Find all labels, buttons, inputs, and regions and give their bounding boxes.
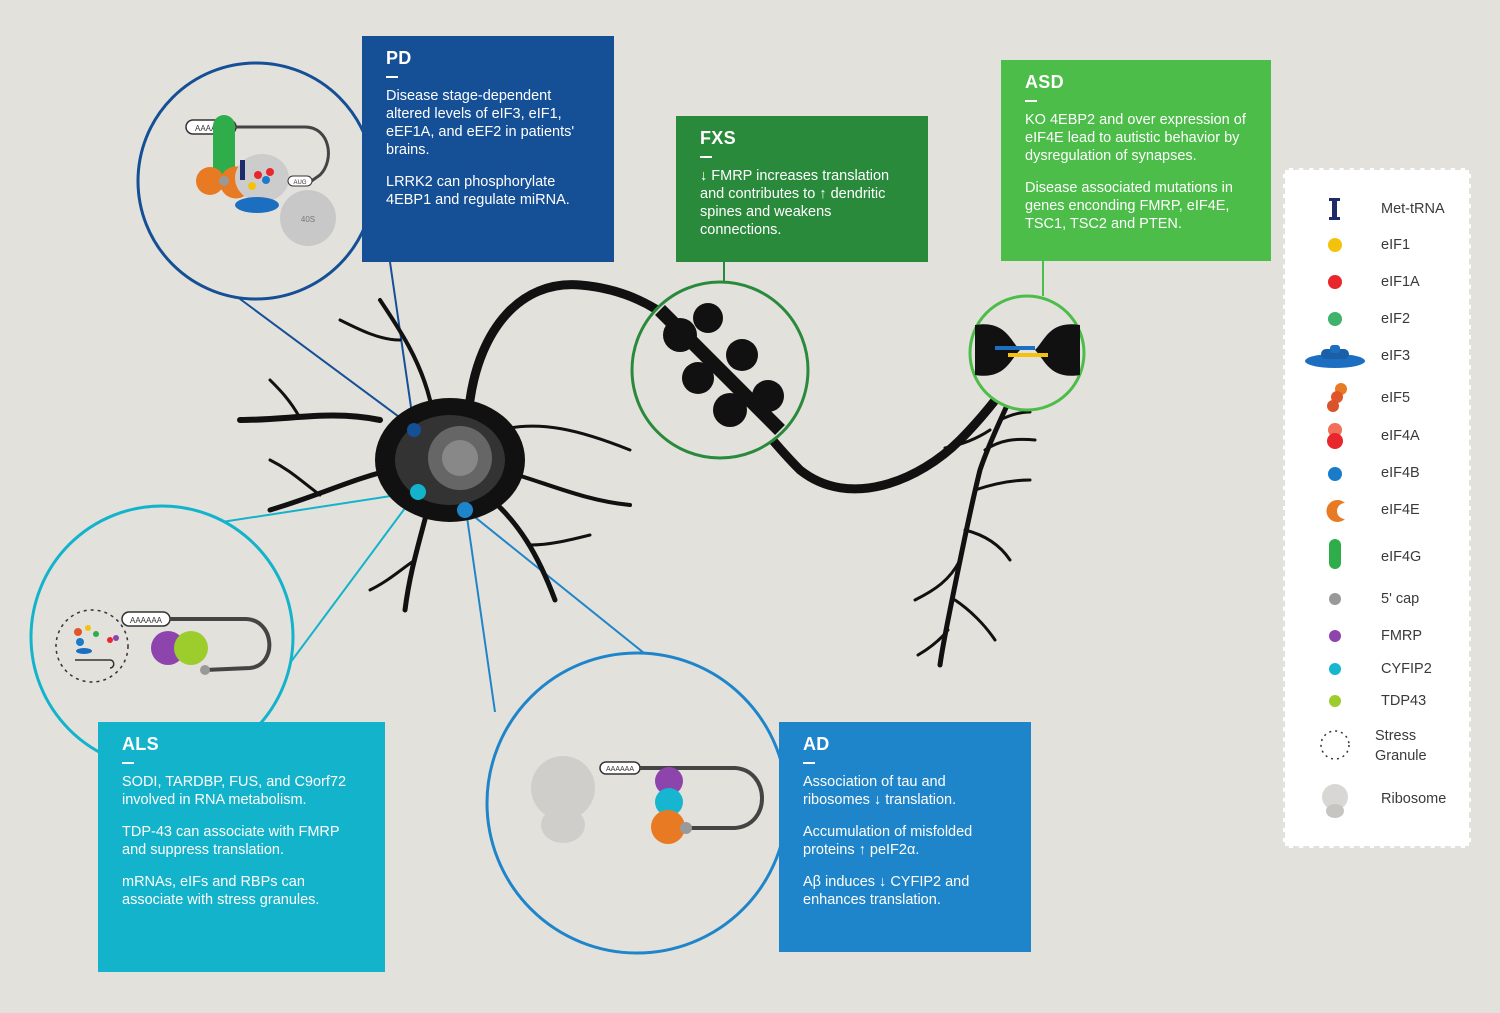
eif1-dot-icon bbox=[1328, 238, 1342, 252]
polya-tail-label: AAAAAA bbox=[130, 616, 163, 625]
fxs-text-1: ↓ FMRP increases translation and contrib… bbox=[700, 168, 890, 238]
polya-tail-label: AAAAAA bbox=[606, 766, 634, 773]
als-title: ALS bbox=[122, 734, 159, 754]
tdp43-dot-icon bbox=[1329, 695, 1341, 707]
polya-tail-label: AAAAAA bbox=[195, 124, 228, 133]
legend-label: CYFIP2 bbox=[1381, 661, 1432, 677]
legend-item-ribosome: Ribosome bbox=[1285, 784, 1473, 818]
cyfip2-dot-icon bbox=[1329, 663, 1341, 675]
cap-dot-icon bbox=[1329, 593, 1341, 605]
legend-item-eif4e: eIF4E bbox=[1285, 495, 1473, 525]
legend-label: eIF3 bbox=[1381, 348, 1411, 364]
legend-label: eIF4A bbox=[1381, 428, 1420, 444]
legend-item-5-cap: 5' cap bbox=[1285, 584, 1473, 614]
als-text-2: TDP-43 can associate with FMRP and suppr… bbox=[122, 824, 340, 858]
pd-connector bbox=[389, 261, 415, 429]
als-connector bbox=[269, 491, 418, 691]
pd-site-marker bbox=[407, 423, 421, 437]
legend-item-tdp43: TDP43 bbox=[1285, 686, 1473, 716]
legend: Met-tRNA eIF1 eIF1A eIF2 eIF3 eIF5 eIF4A… bbox=[1283, 168, 1471, 848]
pd-zoom-circle: AAAAAA AUG 40S bbox=[136, 61, 376, 301]
legend-item-eif5: eIF5 bbox=[1285, 383, 1473, 413]
legend-label: Ribosome bbox=[1381, 791, 1447, 807]
ad-text-1: Association of tau and ribosomes ↓ trans… bbox=[803, 774, 957, 808]
pd-connector bbox=[231, 292, 415, 429]
als-site-marker bbox=[410, 484, 426, 500]
ad-title: AD bbox=[803, 734, 830, 754]
title-dash bbox=[1025, 100, 1037, 102]
legend-label: eIF4G bbox=[1381, 549, 1422, 565]
ad-text-2: Accumulation of misfolded proteins ↑ peI… bbox=[803, 824, 973, 858]
fxs-info-box: FXS ↓ FMRP increases translation and con… bbox=[676, 116, 928, 262]
legend-label: eIF4E bbox=[1381, 502, 1420, 518]
aug-label: AUG bbox=[293, 180, 306, 186]
pd-info-box: PD Disease stage-dependent altered level… bbox=[362, 36, 614, 262]
met-trna-icon bbox=[1329, 198, 1340, 220]
legend-label: eIF1A bbox=[1381, 274, 1420, 290]
asd-text-2: Disease associated mutations in genes en… bbox=[1025, 180, 1233, 232]
fxs-zoom-circle bbox=[630, 280, 810, 460]
ad-text-3: Aβ induces ↓ CYFIP2 and enhances transla… bbox=[803, 874, 970, 908]
legend-label: Stress Granule bbox=[1375, 728, 1427, 764]
legend-item-stress-granule: Stress Granule bbox=[1285, 728, 1473, 764]
eif4a-icon bbox=[1327, 423, 1343, 449]
eif1a-dot-icon bbox=[1328, 275, 1342, 289]
fxs-title: FXS bbox=[700, 128, 736, 148]
stress-granule-icon bbox=[1320, 730, 1350, 760]
legend-item-cyfip2: CYFIP2 bbox=[1285, 654, 1473, 684]
eif3-complex-icon bbox=[1305, 345, 1365, 368]
als-zoom-circle: AAAAAA bbox=[29, 504, 295, 770]
eif5-icon bbox=[1327, 383, 1347, 412]
ad-info-box: AD Association of tau and ribosomes ↓ tr… bbox=[779, 722, 1031, 952]
asd-info-box: ASD KO 4EBP2 and over expression of eIF4… bbox=[1001, 60, 1271, 261]
title-dash bbox=[700, 156, 712, 158]
ribosome-icon bbox=[1322, 784, 1348, 818]
als-text-1: SODI, TARDBP, FUS, and C9orf72 involved … bbox=[122, 774, 347, 808]
legend-item-eif1: eIF1 bbox=[1285, 230, 1473, 260]
legend-label: 5' cap bbox=[1381, 591, 1420, 607]
title-dash bbox=[122, 762, 134, 764]
legend-label: eIF4B bbox=[1381, 465, 1420, 481]
ad-site-marker bbox=[457, 502, 473, 518]
pd-text-1: Disease stage-dependent altered levels o… bbox=[386, 88, 575, 158]
title-dash bbox=[386, 76, 398, 78]
legend-item-eif4g: eIF4G bbox=[1285, 539, 1473, 572]
nucleolus bbox=[442, 440, 478, 476]
eif4e-crescent-icon bbox=[1326, 500, 1345, 522]
legend-label: Met-tRNA bbox=[1381, 201, 1445, 217]
als-text-3: mRNAs, eIFs and RBPs can associate with … bbox=[122, 874, 320, 908]
eif4b-dot-icon bbox=[1328, 467, 1342, 481]
legend-label: TDP43 bbox=[1381, 693, 1427, 709]
asd-title: ASD bbox=[1025, 72, 1064, 92]
fmrp-dot-icon bbox=[1329, 630, 1341, 642]
asd-zoom-circle bbox=[968, 294, 1086, 412]
legend-item-met-trna: Met-tRNA bbox=[1285, 194, 1473, 224]
pd-text-2: LRRK2 can phosphorylate 4EBP1 and regula… bbox=[386, 174, 570, 208]
legend-label: eIF5 bbox=[1381, 390, 1411, 406]
legend-item-eif3: eIF3 bbox=[1285, 341, 1473, 371]
asd-text-1: KO 4EBP2 and over expression of eIF4E le… bbox=[1025, 112, 1246, 164]
ad-connector bbox=[465, 509, 496, 713]
als-info-box: ALS SODI, TARDBP, FUS, and C9orf72 invol… bbox=[98, 722, 385, 972]
ribosome-40s-label: 40S bbox=[301, 215, 315, 224]
legend-item-fmrp: FMRP bbox=[1285, 621, 1473, 651]
legend-item-eif4a: eIF4A bbox=[1285, 421, 1473, 451]
pd-title: PD bbox=[386, 48, 412, 68]
legend-label: eIF1 bbox=[1381, 237, 1411, 253]
connector-lines bbox=[169, 261, 1044, 713]
ad-zoom-circle: AAAAAA bbox=[485, 651, 789, 955]
legend-item-eif2: eIF2 bbox=[1285, 304, 1473, 334]
eif4g-bar-icon bbox=[1329, 539, 1341, 569]
eif2-dot-icon bbox=[1328, 312, 1342, 326]
legend-item-eif4b: eIF4B bbox=[1285, 458, 1473, 488]
legend-item-eif1a: eIF1A bbox=[1285, 267, 1473, 297]
legend-label: eIF2 bbox=[1381, 311, 1411, 327]
title-dash bbox=[803, 762, 815, 764]
legend-label: FMRP bbox=[1381, 628, 1423, 644]
